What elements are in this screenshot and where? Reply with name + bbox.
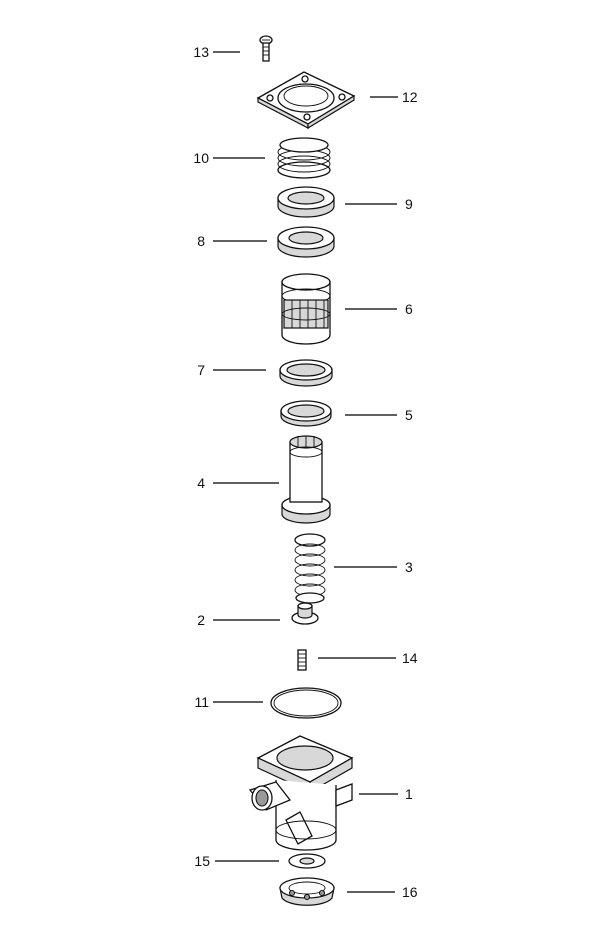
- part-15-washer: [288, 853, 326, 869]
- callout-13: 13: [193, 44, 209, 60]
- part-1-valve-body: [248, 735, 354, 851]
- callout-1: 1: [405, 786, 413, 802]
- callout-3: 3: [405, 559, 413, 575]
- part-5-ring: [280, 400, 332, 427]
- part-11-o-ring: [270, 687, 342, 719]
- part-3-spring: [294, 533, 326, 604]
- callout-labels: 13 12 10 9 8 6 7 5 4 3 2 14 11 1 15 16: [193, 44, 417, 900]
- callout-7: 7: [197, 362, 205, 378]
- part-2-valve-plug: [291, 602, 319, 625]
- part-14-set-screw: [297, 649, 307, 671]
- callout-12: 12: [402, 89, 418, 105]
- part-9-ring: [277, 186, 335, 218]
- part-6-cage: [281, 273, 331, 345]
- part-12-cover-plate: [256, 71, 356, 130]
- part-10-spring: [277, 137, 331, 179]
- callout-9: 9: [405, 196, 413, 212]
- callout-4: 4: [197, 475, 205, 491]
- callout-5: 5: [405, 407, 413, 423]
- part-4-valve-tube: [281, 435, 331, 524]
- callout-8: 8: [197, 233, 205, 249]
- part-7-ring: [279, 359, 333, 387]
- callout-6: 6: [405, 301, 413, 317]
- leader-lines: [213, 51, 398, 893]
- part-8-ring: [277, 226, 335, 258]
- callout-16: 16: [402, 884, 418, 900]
- callout-11: 11: [194, 694, 209, 710]
- part-13-screw: [259, 35, 273, 62]
- part-16-bottom-cap: [279, 877, 335, 906]
- callout-15: 15: [194, 853, 210, 869]
- callout-14: 14: [402, 650, 418, 666]
- callout-10: 10: [193, 150, 209, 166]
- callout-2: 2: [197, 612, 205, 628]
